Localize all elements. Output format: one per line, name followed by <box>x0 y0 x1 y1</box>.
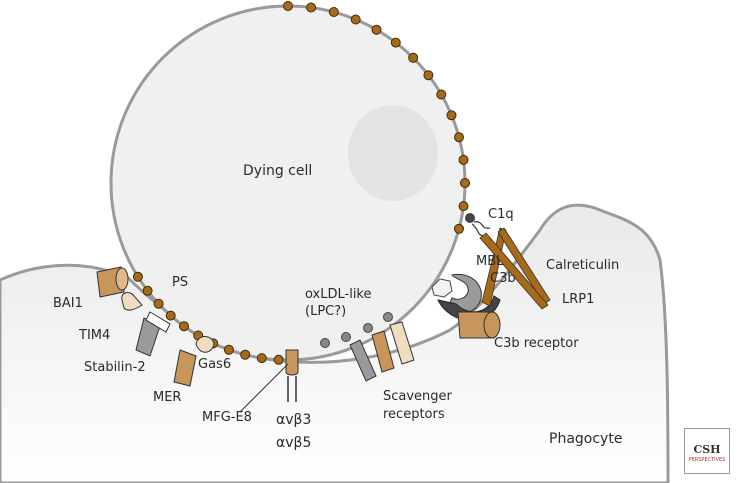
label-scavenger-1: Scavenger <box>383 389 452 404</box>
oxldl-beads <box>320 312 393 348</box>
label-ps: PS <box>172 275 189 290</box>
label-lrp1: LRP1 <box>562 292 595 307</box>
label-mer: MER <box>153 390 182 405</box>
ps-bead <box>240 349 251 360</box>
label-mfge8: MFG-E8 <box>202 410 252 425</box>
label-scavenger-2: receptors <box>383 407 445 422</box>
oxldl-bead <box>383 312 393 322</box>
ps-bead <box>390 37 401 48</box>
ps-bead <box>423 70 434 81</box>
ps-bead <box>460 178 470 188</box>
label-tim4: TIM4 <box>79 328 111 343</box>
label-bai1: BAI1 <box>53 296 83 311</box>
ps-bead <box>283 1 293 11</box>
bai1-receptor <box>96 266 129 298</box>
ps-bead <box>458 154 469 165</box>
label-dying-cell: Dying cell <box>243 163 313 179</box>
ps-bead <box>408 52 419 63</box>
ps-bead <box>446 110 457 121</box>
ps-bead <box>165 310 176 321</box>
ps-bead <box>223 344 234 355</box>
label-stabilin2: Stabilin-2 <box>84 360 146 375</box>
label-integrin-avb5: αvβ5 <box>276 435 312 451</box>
label-gas6: Gas6 <box>198 357 232 372</box>
ps-bead <box>273 354 284 365</box>
ps-bead <box>454 132 464 143</box>
label-c1q: C1q <box>488 207 514 222</box>
ps-bead <box>153 298 164 309</box>
complement-cluster <box>431 213 551 322</box>
csh-perspectives-logo: CSH PERSPECTIVES <box>684 428 730 474</box>
logo-subtext: PERSPECTIVES <box>688 457 726 463</box>
gas6-bridge <box>195 336 215 353</box>
label-mbl: MBL <box>476 254 504 269</box>
label-integrin-avb3: αvβ3 <box>276 412 312 428</box>
mer-receptor <box>173 349 197 387</box>
tim4-receptor <box>121 292 143 311</box>
oxldl-bead <box>363 323 373 333</box>
oxldl-bead <box>341 332 351 342</box>
label-phagocyte: Phagocyte <box>549 431 623 447</box>
logo-text: CSH <box>693 443 721 456</box>
label-c3b: C3b <box>490 271 516 286</box>
ps-bead <box>142 285 153 296</box>
ps-bead <box>328 7 339 17</box>
ps-bead <box>436 89 447 100</box>
stabilin2-receptor <box>135 311 171 357</box>
ps-bead <box>454 223 464 234</box>
ps-bead <box>458 201 469 212</box>
ps-bead <box>256 353 267 364</box>
label-c3b-receptor: C3b receptor <box>494 336 579 351</box>
ps-bead <box>132 271 143 282</box>
scavenger-receptors <box>349 321 415 382</box>
ps-bead <box>371 24 382 35</box>
ps-bead <box>350 14 361 25</box>
ps-bead <box>306 2 317 13</box>
oxldl-bead <box>320 338 330 348</box>
label-lpc: (LPC?) <box>305 304 347 319</box>
phosphatidylserine-beads <box>132 1 470 365</box>
dying-cell-nucleus <box>348 105 438 201</box>
label-calreticulin: Calreticulin <box>546 258 620 273</box>
mfge8-integrin <box>239 349 299 413</box>
c3b-receptor <box>457 311 501 339</box>
ps-bead <box>179 321 189 332</box>
label-oxldl: oxLDL-like <box>305 287 372 302</box>
